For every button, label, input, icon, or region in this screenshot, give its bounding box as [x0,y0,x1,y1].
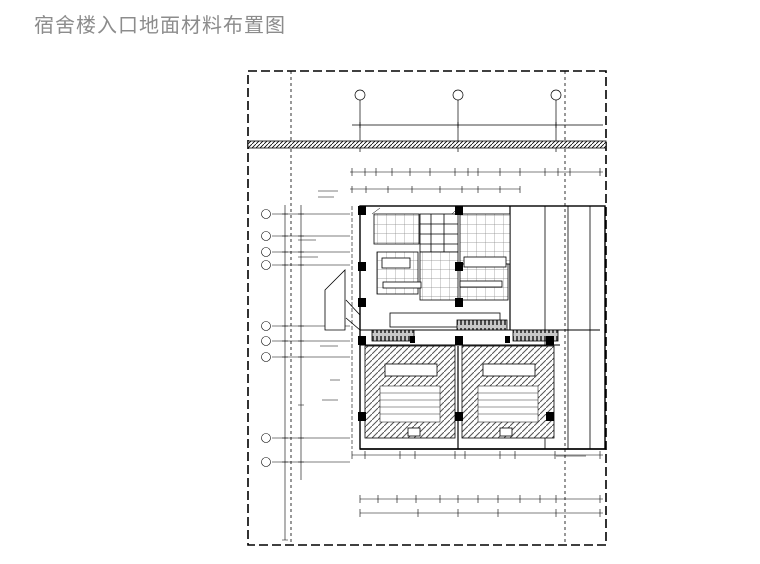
lower-floor-areas [364,345,555,449]
bottom-dimension-chain [351,451,603,517]
boundary-band [247,140,607,149]
slide-title: 宿舍楼入口地面材料布置图 [34,13,286,37]
top-dimension-chain [350,168,603,193]
upper-rooms [324,213,559,342]
left-grid-axes [261,205,350,541]
structural-columns [358,206,554,421]
annotation-leaders [298,190,586,457]
drawing-frame [247,70,607,546]
